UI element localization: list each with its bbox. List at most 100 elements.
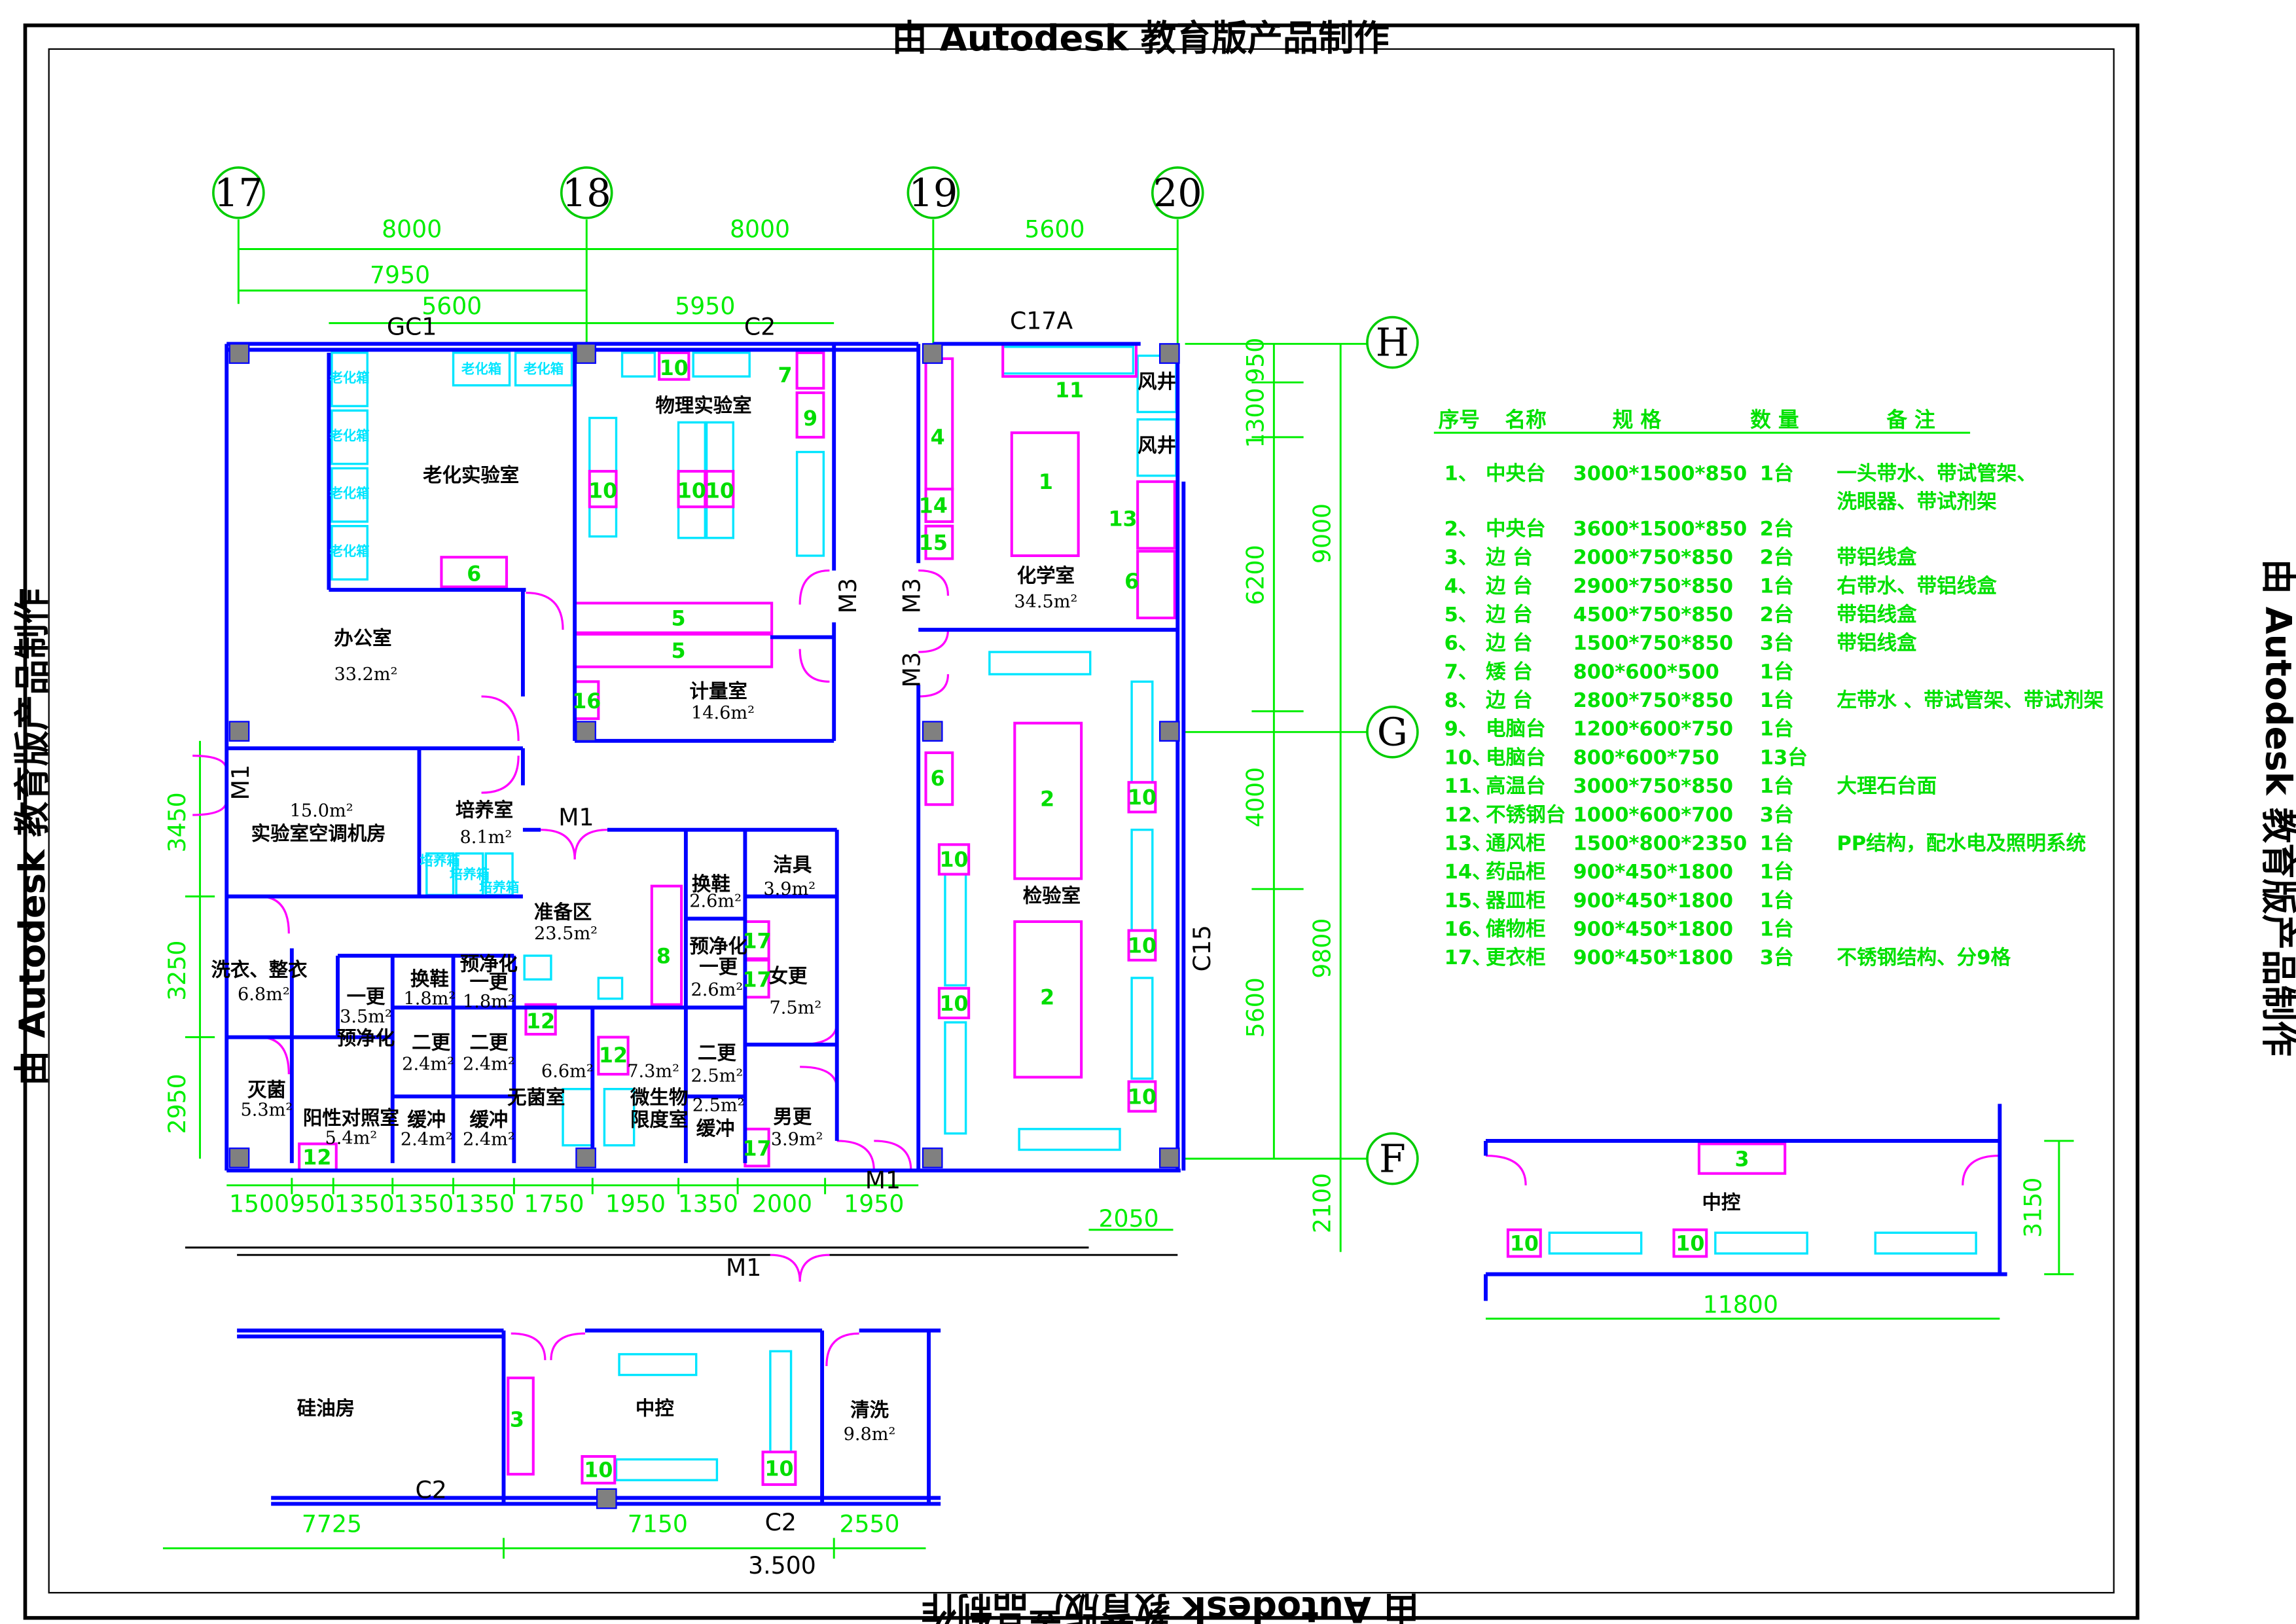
dimension-left: 2950 (163, 1074, 191, 1134)
door-swing-arc (770, 1254, 801, 1282)
equipment-outline (331, 467, 368, 523)
structural-column (228, 343, 250, 364)
window-label-c17a: C17A (1010, 307, 1073, 335)
table-cell-no: 11、 (1444, 775, 1492, 798)
furniture-number-tag: 10 (588, 480, 617, 503)
room-area: 2.4m² (463, 1130, 515, 1150)
table-cell-no: 2、 (1444, 518, 1479, 541)
table-cell-no: 13、 (1444, 832, 1492, 855)
table-cell-spec: 3600*1500*850 (1573, 518, 1748, 541)
table-cell-name: 电脑台 (1486, 718, 1546, 741)
dimension-right-annex: 11800 (1703, 1290, 1778, 1318)
door-swing-arc (259, 1036, 290, 1075)
axis-bubble (1366, 1132, 1419, 1185)
furniture-number-tag: 10 (764, 1457, 793, 1481)
table-cell-spec: 1500*750*850 (1573, 632, 1733, 655)
equipment-outline (331, 525, 368, 581)
table-cell-spec: 1200*600*750 (1573, 718, 1733, 741)
furniture-outline (1013, 920, 1083, 1079)
room-area: 2.5m² (692, 1096, 745, 1116)
table-cell-qty: 2台 (1760, 604, 1794, 626)
table-cell-qty: 1台 (1760, 463, 1794, 486)
room-name: 培养室 (456, 799, 513, 821)
table-cell-spec: 1500*800*2350 (1573, 832, 1748, 855)
room-area: 2.4m² (401, 1130, 453, 1150)
furniture-number-tag: 10 (660, 357, 689, 380)
axis-label-20: 20 (1153, 170, 1202, 215)
equipment-outline (597, 977, 624, 1000)
equipment-outline (618, 1353, 698, 1377)
dimension-right: 6200 (1242, 545, 1270, 605)
door-swing-arc (800, 1066, 838, 1089)
furniture-outline (924, 357, 954, 491)
room-area: 7.3m² (627, 1062, 679, 1082)
structural-column (922, 721, 943, 742)
table-cell-spec: 3000*1500*850 (1573, 463, 1748, 486)
table-cell-spec: 800*600*500 (1573, 660, 1719, 683)
equipment-outline (988, 651, 1092, 676)
room-area: 1.8m² (463, 992, 515, 1012)
axis-bubble (906, 166, 960, 219)
dimension-right-outer: 9800 (1308, 918, 1336, 979)
table-cell-qty: 1台 (1760, 832, 1794, 855)
table-cell-qty: 1台 (1760, 718, 1794, 741)
watermark-top: 由 Autodesk 教育版产品制作 (892, 18, 1390, 59)
furniture-number-tag: 10 (1676, 1232, 1704, 1255)
room-name: 预净化 (690, 935, 747, 958)
furniture-number-tag: 11 (1055, 379, 1084, 403)
dimension-right: 950 (1242, 338, 1270, 383)
furniture-outline (650, 884, 683, 1006)
aging-oven-label: 老化箱 (523, 361, 564, 377)
room-name: 换鞋 (410, 967, 449, 990)
table-cell-remark: 大理石台面 (1837, 775, 1937, 798)
furniture-number-tag: 10 (1128, 786, 1157, 810)
furniture-outline (1127, 781, 1157, 814)
room-name: 二更 (412, 1032, 450, 1054)
table-cell-no: 16、 (1444, 918, 1492, 941)
table-cell-name: 边 台 (1486, 689, 1533, 712)
door-swing-arc (798, 1254, 830, 1282)
furniture-number-tag: 3 (1735, 1147, 1749, 1171)
table-cell-no: 7、 (1444, 660, 1479, 683)
equipment-outline (769, 1350, 793, 1453)
door-label-m1: M1 (226, 765, 255, 800)
table-cell-spec: 900*450*1800 (1573, 861, 1733, 884)
room-area: 2.4m² (463, 1054, 515, 1074)
structural-column (228, 721, 250, 742)
furniture-number-tag: 7 (778, 364, 792, 388)
structural-column (1158, 721, 1180, 742)
furniture-number-tag: 1 (1039, 471, 1053, 494)
room-area: 6.6m² (541, 1062, 594, 1082)
room-name: 二更 (698, 1041, 736, 1064)
incubator-label: 培养箱 (450, 866, 490, 882)
room-area: 14.6m² (691, 703, 755, 723)
dimension-bottom: 1950 (844, 1190, 904, 1218)
table-cell-qty: 13台 (1760, 746, 1808, 769)
furniture-number-tag: 10 (939, 992, 968, 1016)
table-cell-name: 不锈钢台 (1486, 804, 1566, 827)
dimension-top: 5600 (1024, 215, 1085, 243)
furniture-outline (507, 1377, 535, 1476)
furniture-number-tag: 6 (1124, 570, 1139, 594)
room-area: 3.9m² (771, 1130, 823, 1150)
table-cell-name: 高温台 (1486, 775, 1546, 798)
table-cell-name: 药品柜 (1486, 861, 1546, 884)
axis-label-19: 19 (908, 170, 958, 215)
room-name: 硅油房 (297, 1398, 355, 1420)
dimension-bottom: 1350 (393, 1190, 454, 1218)
room-area: 5.3m² (240, 1100, 293, 1120)
room-name: 男更 (773, 1106, 812, 1128)
equipment-outline (944, 1021, 967, 1135)
equipment-outline (944, 873, 967, 986)
table-cell-name: 器皿柜 (1485, 890, 1546, 912)
corridor-lines (185, 1246, 1178, 1256)
room-area: 7.5m² (769, 998, 821, 1018)
room-name-line2: 限度室 (630, 1108, 688, 1130)
axis-bubble (560, 166, 613, 219)
structural-column (596, 1488, 617, 1509)
room-area: 9.8m² (844, 1424, 896, 1445)
furniture-number-tag: 16 (572, 690, 601, 713)
furniture-outline (937, 986, 971, 1020)
furniture-number-tag: 14 (919, 494, 948, 518)
room-area: 6.8m² (238, 984, 290, 1005)
